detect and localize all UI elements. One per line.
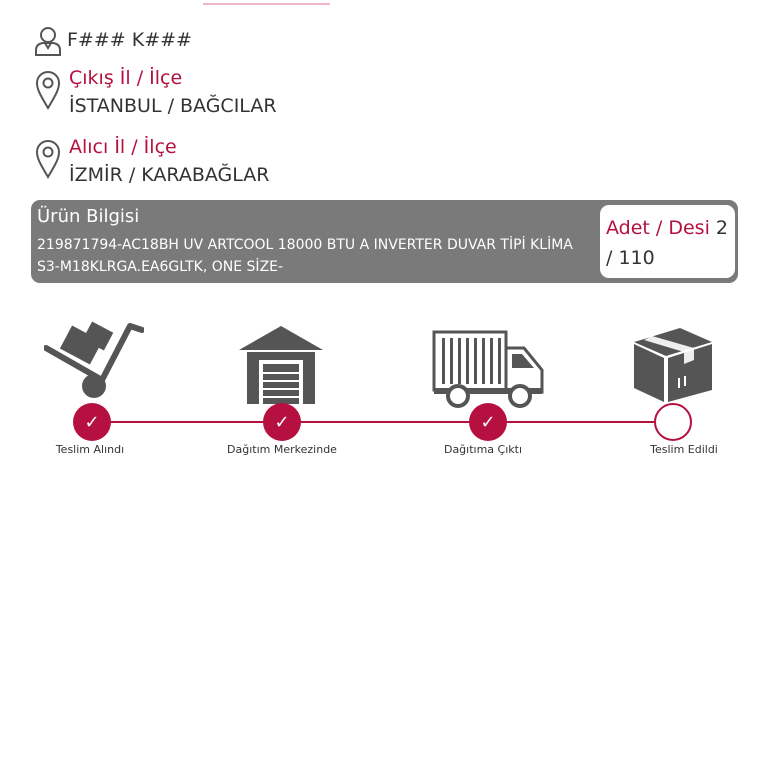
adet-value: 2 (715, 217, 728, 239)
stage-4-pending (654, 403, 692, 441)
adet-desi-box: Adet / Desi 2 / 110 (600, 205, 735, 278)
desi-value: / 110 (606, 247, 655, 269)
destination-row: Alıcı İl / İlçe İZMİR / KARABAĞLAR (33, 133, 270, 189)
stage-1-check: ✓ (73, 403, 111, 441)
stage-2-check: ✓ (263, 403, 301, 441)
stage-3-check: ✓ (469, 403, 507, 441)
delivery-truck-icon (432, 330, 544, 414)
adet-desi-label: Adet / Desi (606, 217, 710, 239)
origin-label: Çıkış İl / İlçe (69, 67, 183, 89)
package-box-icon (632, 326, 714, 408)
active-tab-indicator (203, 3, 330, 5)
product-title: Ürün Bilgisi (37, 206, 140, 227)
sender-row: F### K### (33, 26, 192, 56)
product-description: 219871794-AC18BH UV ARTCOOL 18000 BTU A … (37, 237, 573, 275)
hand-truck-icon (43, 318, 145, 404)
product-info-box: Ürün Bilgisi 219871794-AC18BH UV ARTCOOL… (31, 200, 738, 283)
stage-2-label: Dağıtım Merkezinde (227, 443, 337, 456)
warehouse-icon (239, 324, 323, 408)
shipment-tracker: ✓ ✓ ✓ Teslim Alındı Dağıtım Merkezinde D… (0, 300, 768, 470)
origin-row: Çıkış İl / İlçe İSTANBUL / BAĞCILAR (33, 64, 277, 120)
destination-value: İZMİR / KARABAĞLAR (69, 164, 270, 186)
user-icon (33, 26, 63, 56)
stage-1-label: Teslim Alındı (55, 443, 125, 456)
map-pin-icon (33, 133, 63, 179)
stage-4-label: Teslim Edildi (650, 443, 718, 456)
progress-line (92, 421, 674, 423)
stage-3-label: Dağıtıma Çıktı (443, 443, 523, 456)
sender-name: F### K### (67, 29, 192, 51)
destination-label: Alıcı İl / İlçe (69, 136, 177, 158)
origin-value: İSTANBUL / BAĞCILAR (69, 95, 277, 117)
map-pin-icon (33, 64, 63, 110)
